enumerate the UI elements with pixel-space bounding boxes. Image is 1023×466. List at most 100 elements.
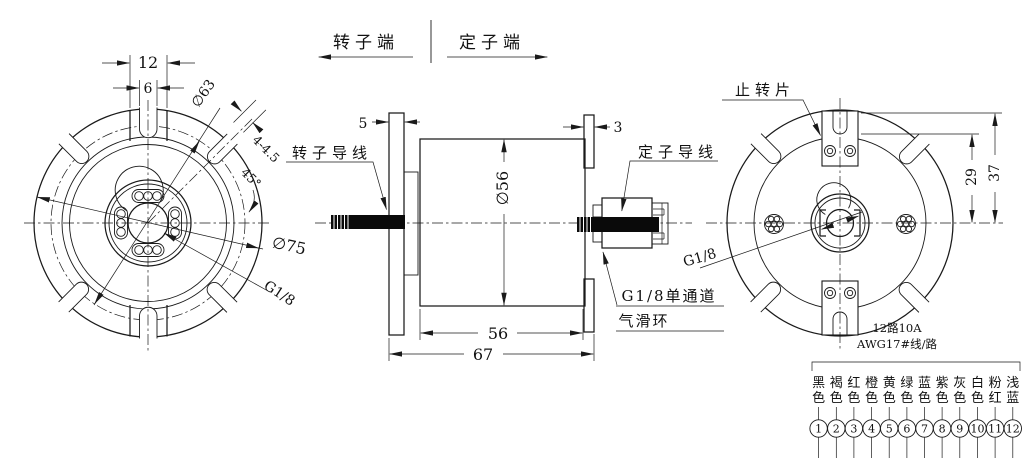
fitting-label-line1: G1/8单通道 [621, 287, 716, 305]
wire-column: 浅蓝 12 [1003, 376, 1022, 458]
wire-number: 5 [886, 423, 893, 436]
wire-color-char-1: 红 [847, 375, 860, 391]
left-view-rotor-face: 12 6 ∅63 4-4.5 45° ∅75 [24, 53, 308, 352]
wire-color-char-1: 黑 [812, 376, 825, 391]
dim-flange-5: 5 [359, 116, 420, 132]
hub-cluster [104, 165, 192, 267]
dim-37-text: 37 [987, 164, 1003, 182]
anti-rotation-label: 止转片 [735, 81, 795, 99]
wire-number: 12 [1006, 423, 1020, 436]
stator-plate-bottom-tab [583, 278, 595, 333]
dim-dia56: ∅56 [493, 171, 512, 205]
wire-number: 2 [833, 423, 840, 436]
wire-color-char-1: 浅 [1006, 376, 1019, 391]
outer-dia-dimension: ∅75 [36, 196, 308, 259]
wire-column: 橙色 4 [862, 376, 881, 458]
stator-wire-label: 定子导线 [638, 143, 718, 161]
dim-body-dia: ∅56 [493, 139, 512, 306]
thread-arc [816, 182, 852, 215]
spec-line2: AWG17#线/路 [856, 337, 937, 351]
dim-29-text: 29 [964, 168, 980, 186]
wire-column: 蓝色 7 [915, 376, 934, 458]
wire-color-char-2: 色 [918, 390, 931, 406]
wire-color-char-1: 绿 [900, 376, 913, 391]
dim-37: 37 [861, 112, 1003, 223]
spec-line1: 12路10A [872, 321, 922, 335]
center-bore [127, 202, 169, 244]
dim-dia75: ∅75 [270, 233, 307, 259]
view-header: 转子端 定子端 [318, 20, 548, 63]
wire-column: 红色3 [844, 375, 864, 458]
stator-wire [577, 217, 659, 232]
wire-table-bracket [811, 361, 1021, 371]
fitting-label-line2: 气滑环 [618, 312, 669, 330]
wire-color-char-1: 白 [971, 375, 984, 391]
wire-column: 粉红 11 [985, 376, 1005, 458]
wire-number-circle [1003, 419, 1022, 438]
dim-6: 6 [144, 81, 153, 97]
wire-column: 紫色8 [932, 376, 952, 458]
dim-12: 12 [138, 53, 158, 72]
thread-label-right: G1/8 [681, 246, 718, 271]
wire-number: 8 [939, 423, 946, 436]
dim-plate-3: 3 [563, 120, 622, 136]
dim-dia63: ∅63 [189, 77, 219, 111]
stator-wire-callout: 定子导线 [621, 143, 718, 212]
dim-56: 56 [488, 324, 508, 343]
wire-column: 灰色9 [950, 376, 969, 458]
slip-ring-body [419, 138, 586, 307]
dim-45deg: 45° [238, 165, 264, 191]
spec-note: 12路10A AWG17#线/路 [856, 321, 937, 351]
thread-leader-right: G1/8 [681, 211, 863, 271]
air-slipring-callout: G1/8单通道 气滑环 [602, 251, 724, 332]
wire-number: 7 [921, 423, 928, 436]
dim-5: 5 [359, 116, 368, 132]
stator-end-label: 定子端 [459, 33, 525, 53]
wire-number: 4 [868, 423, 875, 436]
wire-color-char-1: 黄 [883, 376, 896, 391]
dim-29: 29 [861, 133, 980, 223]
wire-column: 绿色 6 [897, 376, 917, 458]
wire-number: 10 [971, 423, 985, 436]
dim-body-length: 56 [419, 309, 584, 343]
wire-color-char-1: 褐 [830, 376, 843, 391]
wire-number: 6 [903, 423, 910, 436]
wire-column: 白色 10 [968, 375, 987, 458]
wire-color-char-2: 色 [971, 390, 984, 406]
wire-column: 褐色 2 [827, 376, 846, 458]
wire-color-char-2: 色 [830, 390, 843, 406]
thread-arc [114, 165, 164, 212]
wire-color-char-1: 橙 [865, 376, 878, 391]
dim-total-length: 67 [388, 334, 595, 364]
right-view-stator-face: G1/8 止转片 29 37 [681, 81, 1003, 350]
rotor-wire [331, 215, 405, 229]
top-tab [129, 107, 168, 141]
wire-color-char-2: 色 [900, 390, 913, 406]
wire-column: 黑色1 [809, 376, 828, 458]
wire-color-char-2: 色 [953, 390, 966, 406]
thread-label-left: G1/8 [261, 278, 298, 310]
diagonal-centerline [147, 118, 253, 224]
anti-rotation-callout: 止转片 [722, 81, 821, 136]
wire-color-char-2: 红 [989, 390, 1002, 406]
wire-color-char-2: 色 [936, 390, 949, 406]
wire-number: 11 [988, 423, 1002, 436]
flange-step [403, 171, 419, 276]
wire-color-char-2: 蓝 [1006, 391, 1019, 406]
dim-3: 3 [614, 120, 623, 136]
wire-color-char-2: 色 [865, 390, 878, 406]
dim-67: 67 [473, 345, 493, 364]
wire-number: 3 [850, 423, 857, 436]
tab-dimensions: 12 6 [102, 53, 195, 108]
wire-number: 9 [956, 423, 963, 436]
angle-arc-arrow [248, 189, 259, 213]
wire-color-char-1: 粉 [989, 376, 1002, 391]
rotor-end-label: 转子端 [333, 33, 399, 53]
wire-number: 1 [815, 423, 822, 436]
stator-plate-top-tab [583, 114, 595, 169]
wire-color-char-1: 蓝 [918, 376, 931, 391]
wire-color-char-2: 色 [883, 390, 896, 406]
